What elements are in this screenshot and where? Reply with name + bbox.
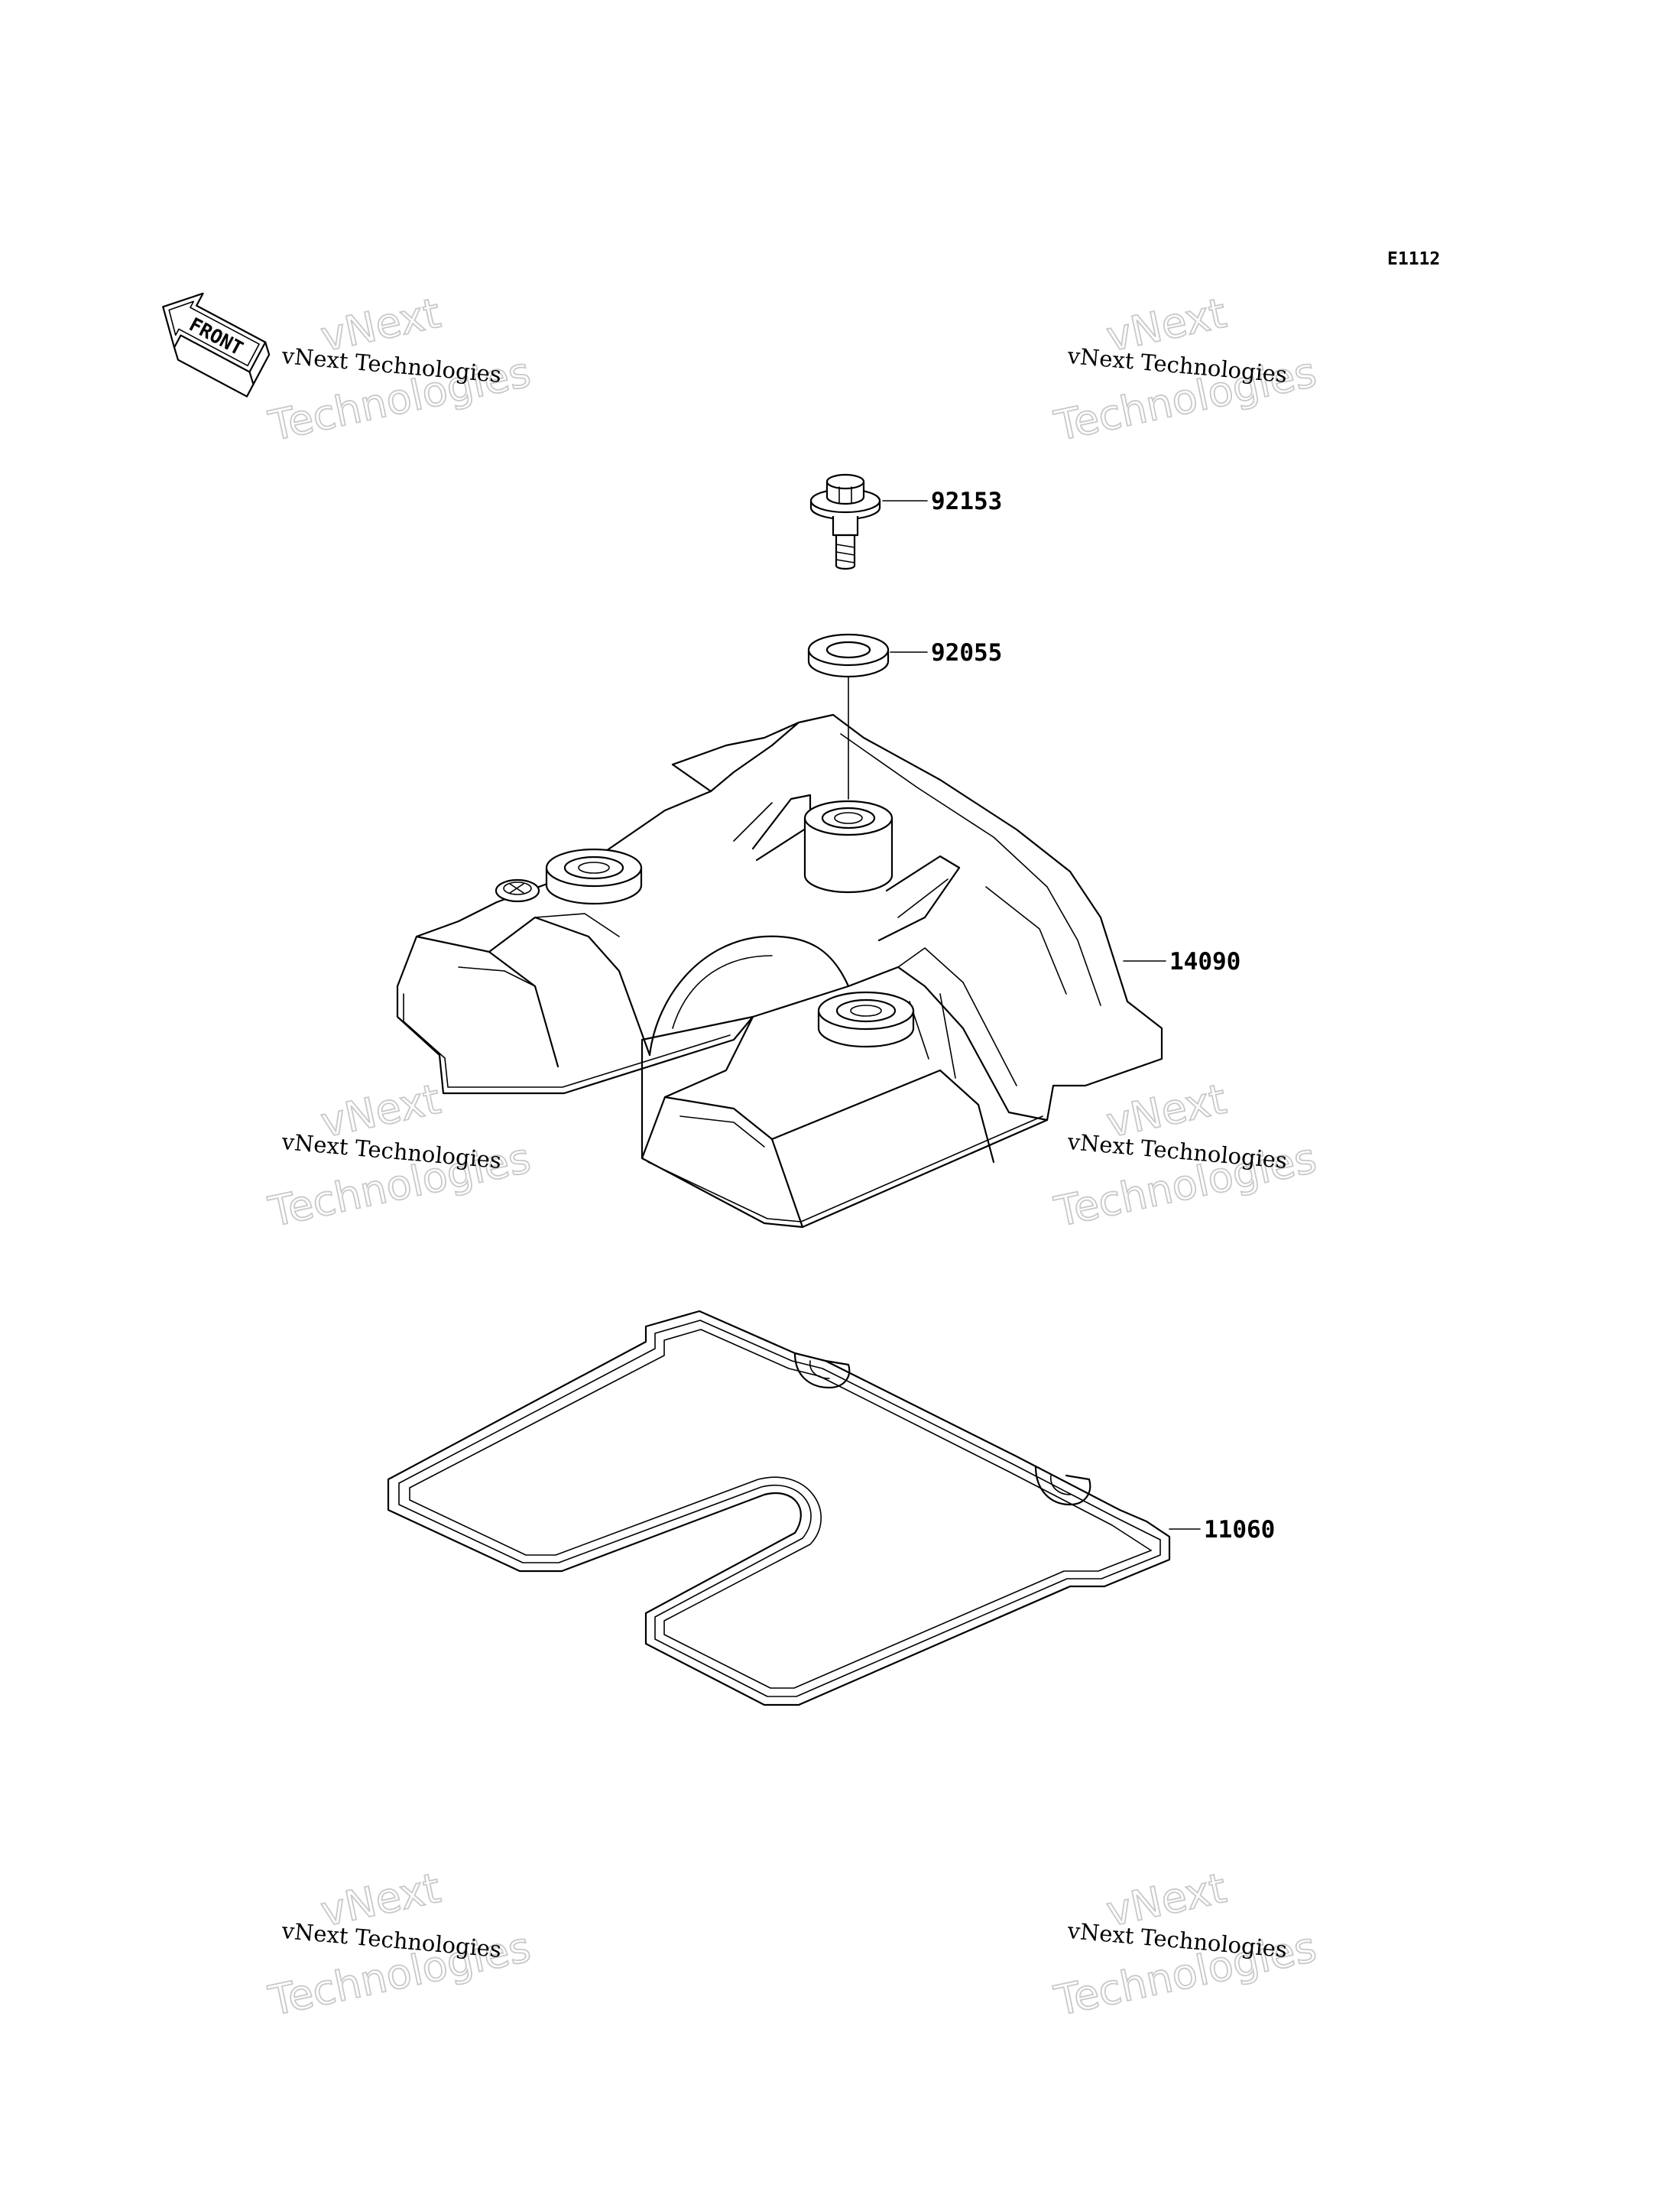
part-number-11060: 11060	[1204, 1516, 1275, 1544]
part-number-92153: 92153	[931, 488, 1002, 515]
gasket-11060	[387, 1310, 1171, 1706]
part-number-14090: 14090	[1169, 948, 1241, 976]
cylinder-head-cover-14090	[396, 713, 1163, 1229]
front-label: FRONT	[186, 313, 247, 360]
front-arrow-icon: FRONT	[162, 292, 271, 398]
diagram-code: E1112	[1387, 249, 1440, 269]
part-number-92055: 92055	[931, 639, 1002, 667]
grommet-92055	[807, 633, 890, 800]
bolt-92153	[809, 473, 881, 570]
